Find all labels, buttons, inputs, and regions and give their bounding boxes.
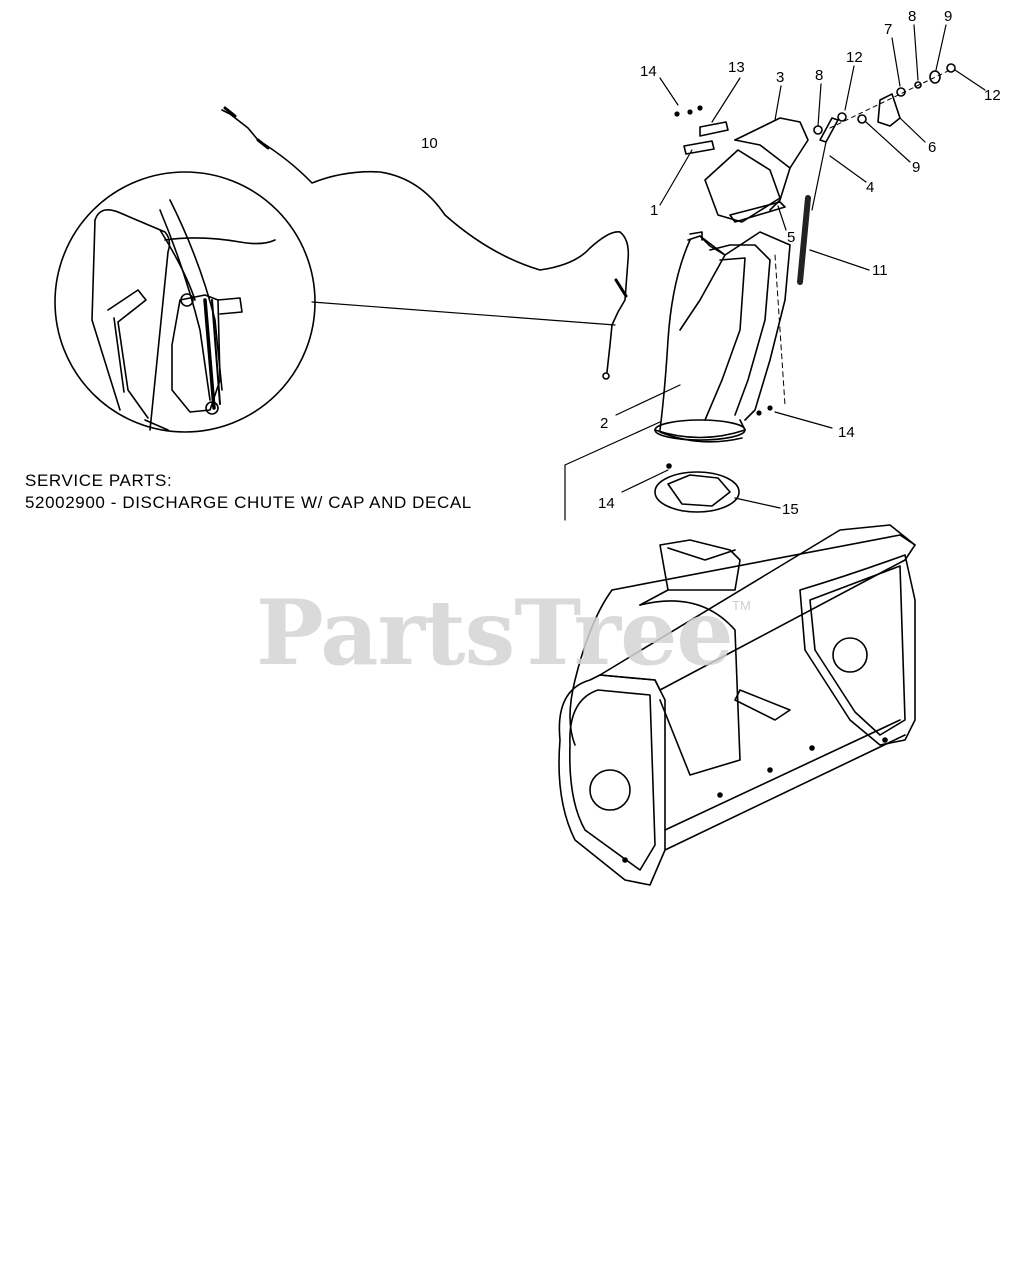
trademark-symbol: TM bbox=[732, 598, 751, 613]
chute-deflector bbox=[674, 105, 809, 223]
watermark: PartsTree bbox=[256, 580, 734, 686]
inset-leader bbox=[311, 301, 616, 326]
callout-3: 3 bbox=[776, 69, 785, 86]
control-cable bbox=[221, 106, 630, 380]
callout-8: 8 bbox=[815, 67, 824, 84]
callout-7: 7 bbox=[884, 21, 893, 38]
discharge-chute bbox=[654, 231, 791, 443]
callout-6: 6 bbox=[928, 139, 937, 156]
callout-8-top: 8 bbox=[908, 8, 917, 25]
service-parts-heading: SERVICE PARTS: bbox=[25, 471, 173, 490]
auger-housing bbox=[558, 524, 916, 886]
callout-14-right: 14 bbox=[838, 424, 855, 441]
callout-11: 11 bbox=[872, 262, 888, 279]
detail-inset bbox=[54, 171, 316, 433]
service-parts-line: 52002900 - DISCHARGE CHUTE W/ CAP AND DE… bbox=[25, 493, 472, 512]
callout-10: 10 bbox=[421, 135, 438, 152]
chute-ring bbox=[654, 463, 740, 513]
chute-linkage bbox=[797, 63, 956, 285]
callout-leaders bbox=[564, 24, 986, 521]
callout-12: 12 bbox=[846, 49, 863, 66]
callout-1: 1 bbox=[650, 202, 659, 219]
callout-14: 14 bbox=[640, 63, 657, 80]
callout-9: 9 bbox=[912, 159, 921, 176]
callout-4: 4 bbox=[866, 179, 875, 196]
callout-15: 15 bbox=[782, 501, 799, 518]
callout-14-lower: 14 bbox=[598, 495, 615, 512]
callout-2: 2 bbox=[600, 415, 609, 432]
callout-13: 13 bbox=[728, 59, 745, 76]
callout-12-right: 12 bbox=[984, 87, 1001, 104]
callout-5: 5 bbox=[787, 229, 796, 246]
service-parts-note: SERVICE PARTS: 52002900 - DISCHARGE CHUT… bbox=[25, 470, 472, 514]
callout-9-top: 9 bbox=[944, 8, 953, 25]
